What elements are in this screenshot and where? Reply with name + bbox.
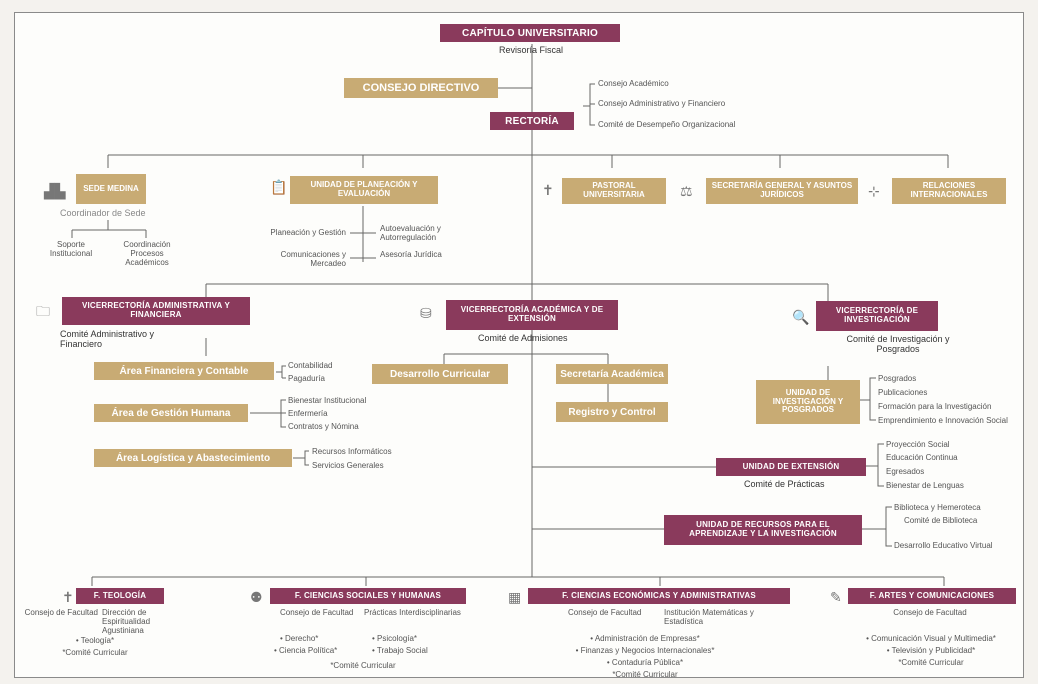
program-item: • Teología*: [75, 636, 115, 645]
comite-investigacion-label: Comité de Investigación y Posgrados: [846, 334, 950, 355]
magnifier-icon: 🔍: [792, 309, 810, 325]
extension-item: Proyección Social: [886, 440, 950, 449]
program-item: • Ciencia Política*: [274, 646, 338, 655]
relaciones-internacionales-box: RELACIONES INTERNACIONALES: [892, 178, 1006, 204]
area-financiera-box[interactable]: Área Financiera y Contable: [94, 362, 274, 380]
facultad-artes-box: F. ARTES Y COMUNICACIONES: [848, 588, 1016, 604]
coordinador-sede-label: Coordinador de Sede: [60, 208, 146, 218]
capitulo-universitario-box: CAPÍTULO UNIVERSITARIO: [440, 24, 620, 42]
recursos-item: Biblioteca y Hemeroteca: [894, 503, 981, 512]
desarrollo-curricular-box[interactable]: Desarrollo Curricular: [372, 364, 508, 384]
comite-item: Comité de Desempeño Organizacional: [598, 120, 736, 129]
cross-icon: ✝: [62, 589, 74, 605]
area-item: Bienestar Institucional: [288, 396, 367, 405]
extension-item: Egresados: [886, 467, 925, 476]
investigacion-item: Emprendimiento e Innovación Social: [878, 416, 1008, 425]
sede-medina-box: SEDE MEDINA: [76, 174, 146, 204]
faculty-unit: Institución Matemáticas y Estadística: [664, 608, 754, 627]
area-item: Recursos Informáticos: [312, 447, 392, 456]
sede-item: Coordinación Procesos Académicos: [123, 240, 171, 268]
faculty-council: Consejo de Facultad: [568, 608, 642, 617]
investigacion-item: Formación para la Investigación: [878, 402, 992, 411]
recursos-item: Desarrollo Educativo Virtual: [894, 541, 993, 550]
database-icon: ⛁: [420, 305, 432, 321]
program-item: • Finanzas y Negocios Internacionales*: [575, 646, 715, 655]
cross-icon: ✝: [542, 182, 554, 198]
recursos-item: Comité de Biblioteca: [904, 516, 978, 525]
consejo-directivo-box: CONSEJO DIRECTIVO: [344, 78, 498, 98]
scales-icon: ⚖: [680, 183, 693, 199]
calculator-icon: ▦: [508, 589, 522, 605]
extension-item: Bienestar de Lenguas: [886, 481, 964, 490]
faculty-council: Consejo de Facultad: [24, 608, 98, 617]
program-item: • Psicología*: [372, 634, 418, 643]
program-item: • Administración de Empresas*: [590, 634, 700, 643]
vicerrectoria-investigacion-box: VICERRECTORÍA DE INVESTIGACIÓN: [816, 301, 938, 331]
comite-practicas-label: Comité de Prácticas: [744, 479, 825, 489]
investigacion-item: Publicaciones: [878, 388, 928, 397]
paint-icon: ✎: [830, 589, 842, 605]
program-item: • Televisión y Publicidad*: [886, 646, 976, 655]
globe-icon: ⊹: [868, 183, 880, 199]
planeacion-item: Planeación y Gestión: [270, 228, 346, 237]
folder-icon: 🗀: [36, 303, 50, 319]
secretaria-general-box: SECRETARÍA GENERAL Y ASUNTOS JURÍDICOS: [706, 178, 858, 204]
building-icon: ▟▙: [44, 183, 66, 199]
area-item: Pagaduría: [288, 374, 325, 383]
faculty-council: Consejo de Facultad: [280, 608, 354, 617]
area-item: Enfermería: [288, 409, 328, 418]
area-item: Contratos y Nómina: [288, 422, 359, 431]
unidad-extension-box: UNIDAD DE EXTENSIÓN: [716, 458, 866, 476]
registro-control-box[interactable]: Registro y Control: [556, 402, 668, 422]
program-item: *Comité Curricular: [62, 648, 128, 657]
program-item: • Contaduría Pública*: [606, 658, 684, 667]
vicerrectoria-administrativa-box: VICERRECTORÍA ADMINISTRATIVA Y FINANCIER…: [62, 297, 250, 325]
comite-administrativo-label: Comité Administrativo y Financiero: [60, 329, 155, 350]
program-item: *Comité Curricular: [330, 661, 396, 670]
program-item: *Comité Curricular: [898, 658, 964, 667]
rectoria-box: RECTORÍA: [490, 112, 574, 130]
sede-item: Soporte Institucional: [49, 240, 93, 259]
faculty-council: Consejo de Facultad: [893, 608, 967, 617]
unidad-recursos-box: UNIDAD DE RECURSOS PARA EL APRENDIZAJE Y…: [664, 515, 862, 545]
program-item: • Comunicación Visual y Multimedia*: [866, 634, 996, 643]
faculty-unit: Dirección de Espiritualidad Agustiniana: [102, 608, 151, 636]
area-item: Contabilidad: [288, 361, 333, 370]
people-icon: ⚉: [250, 589, 263, 605]
planeacion-item: Asesoría Jurídica: [380, 250, 442, 259]
comite-item: Consejo Administrativo y Financiero: [598, 99, 726, 108]
secretaria-academica-box[interactable]: Secretaría Académica: [556, 364, 668, 384]
program-item: • Derecho*: [280, 634, 319, 643]
pastoral-box: PASTORAL UNIVERSITARIA: [562, 178, 666, 204]
extension-item: Educación Continua: [886, 453, 958, 462]
area-logistica-box[interactable]: Área Logística y Abastecimiento: [94, 449, 292, 467]
investigacion-item: Posgrados: [878, 374, 917, 383]
area-item: Servicios Generales: [312, 461, 384, 470]
program-item: *Comité Curricular: [612, 670, 678, 679]
unidad-investigacion-box: UNIDAD DE INVESTIGACIÓN Y POSGRADOS: [756, 380, 860, 424]
facultad-sociales-box: F. CIENCIAS SOCIALES Y HUMANAS: [270, 588, 466, 604]
faculty-unit: Prácticas Interdisciplinarias: [364, 608, 461, 617]
comite-admisiones-label: Comité de Admisiones: [478, 333, 568, 343]
vicerrectoria-academica-box: VICERRECTORÍA ACADÉMICA Y DE EXTENSIÓN: [446, 300, 618, 330]
facultad-teologia-box: F. TEOLOGÍA: [76, 588, 164, 604]
planeacion-item: Autoevaluación y Autorregulación: [380, 224, 441, 243]
program-item: • Trabajo Social: [372, 646, 428, 655]
area-gestion-humana-box[interactable]: Área de Gestión Humana: [94, 404, 248, 422]
revisoria-fiscal-label: Revisoría Fiscal: [498, 45, 563, 55]
planeacion-item: Comunicaciones y Mercadeo: [280, 250, 346, 269]
clipboard-icon: 📋: [270, 179, 288, 195]
unidad-planeacion-box: UNIDAD DE PLANEACIÓN Y EVALUACIÓN: [290, 176, 438, 204]
facultad-economicas-box: F. CIENCIAS ECONÓMICAS Y ADMINISTRATIVAS: [528, 588, 790, 604]
comite-item: Consejo Académico: [598, 79, 669, 88]
